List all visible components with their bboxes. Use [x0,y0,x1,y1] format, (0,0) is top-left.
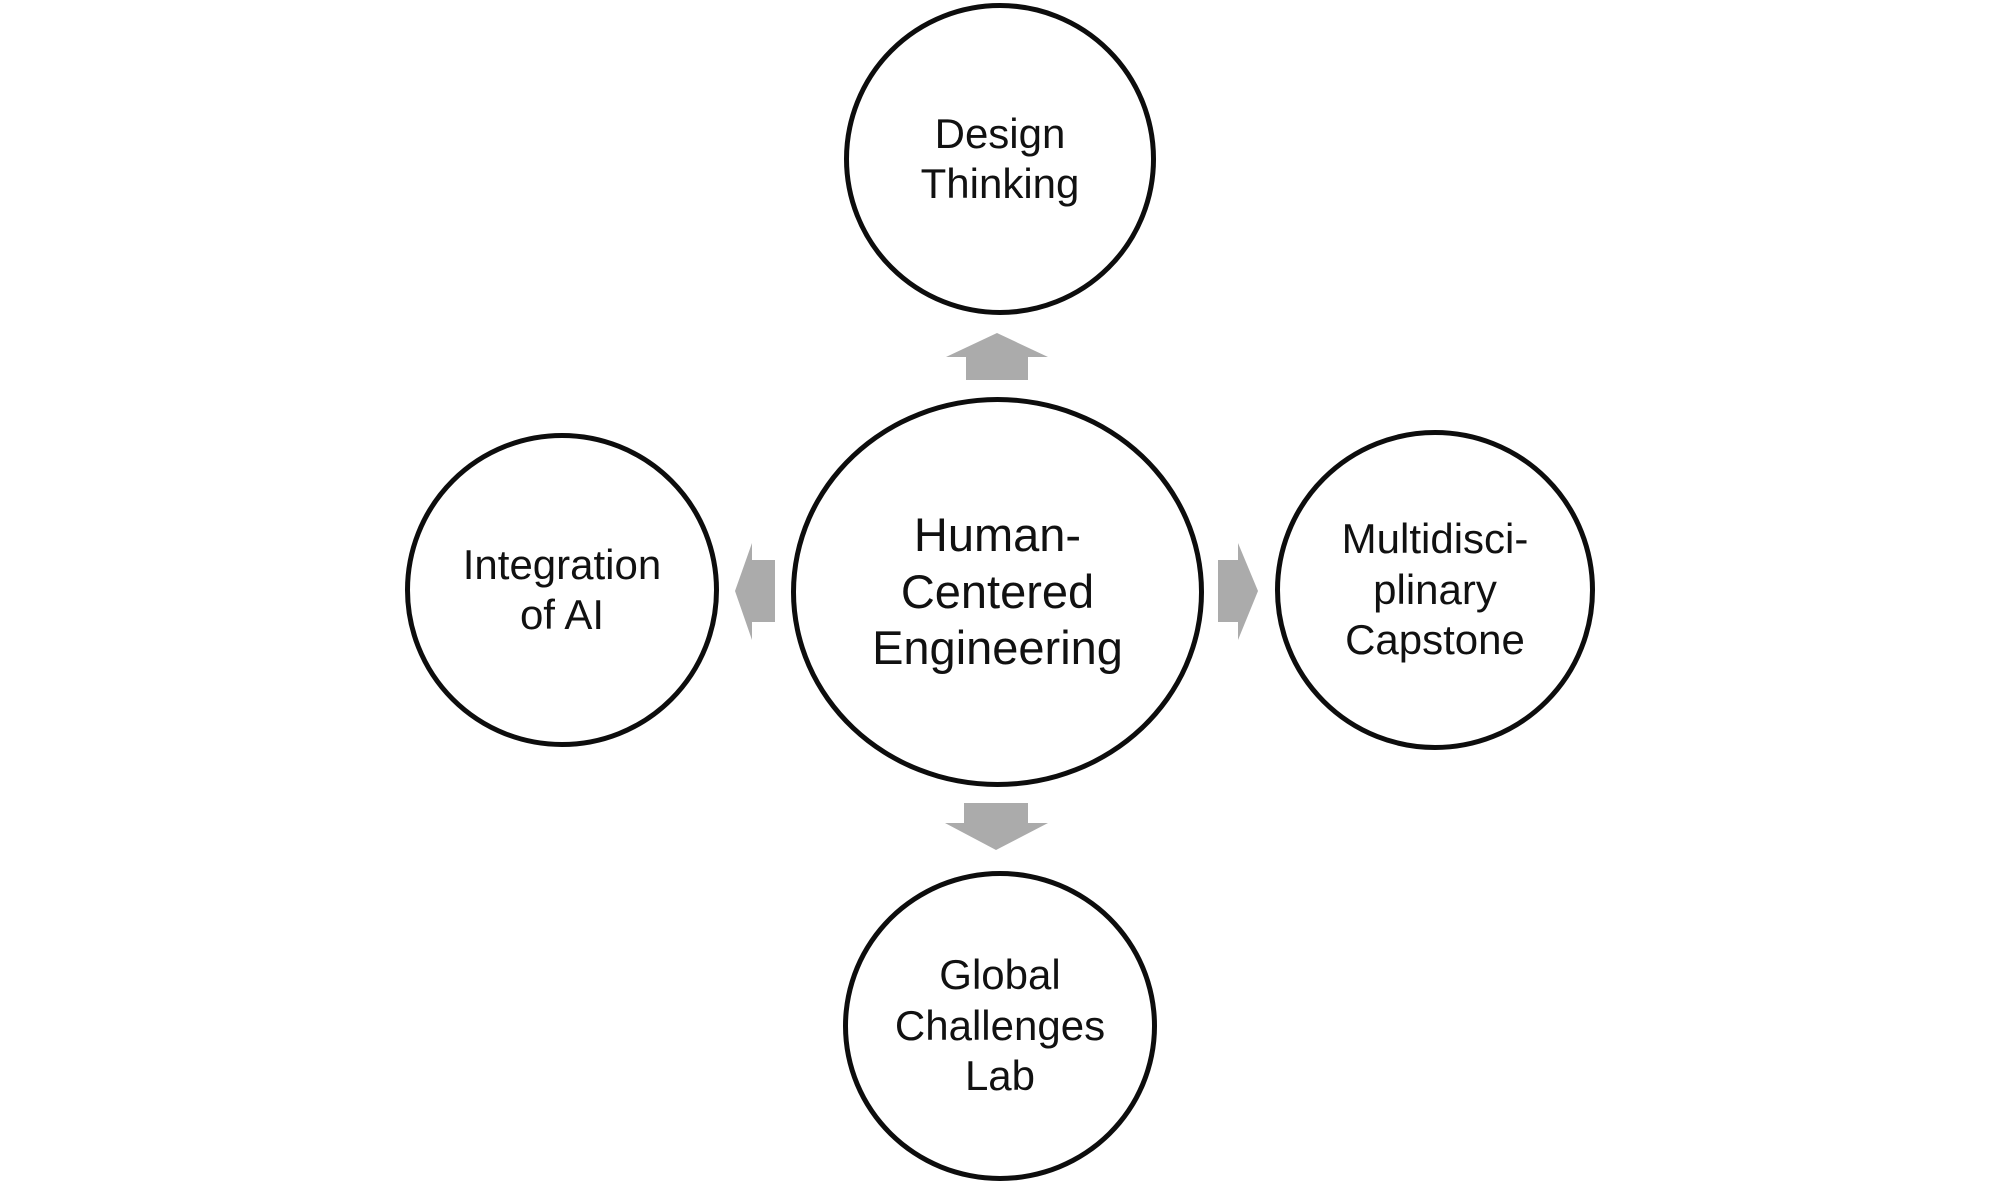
up-arrow-icon [946,333,1048,380]
down-arrow-icon [945,803,1048,850]
node-global-challenges-lab-label: Global Challenges Lab [894,951,1106,1100]
left-arrow-icon [735,543,775,640]
node-design-thinking-label: Design Thinking [920,109,1080,207]
node-human-centered-engineering: Human- Centered Engineering [791,397,1204,787]
node-multidisciplinary-capstone: Multidisci- plinary Capstone [1275,430,1595,750]
node-integration-of-ai: Integration of AI [405,433,719,747]
right-arrow-icon [1218,543,1258,640]
node-integration-of-ai-label: Integration of AI [462,540,662,638]
node-human-centered-engineering-label: Human- Centered Engineering [872,508,1123,675]
node-multidisciplinary-capstone-label: Multidisci- plinary Capstone [1341,515,1529,664]
node-global-challenges-lab: Global Challenges Lab [843,871,1157,1181]
node-design-thinking: Design Thinking [844,3,1156,315]
